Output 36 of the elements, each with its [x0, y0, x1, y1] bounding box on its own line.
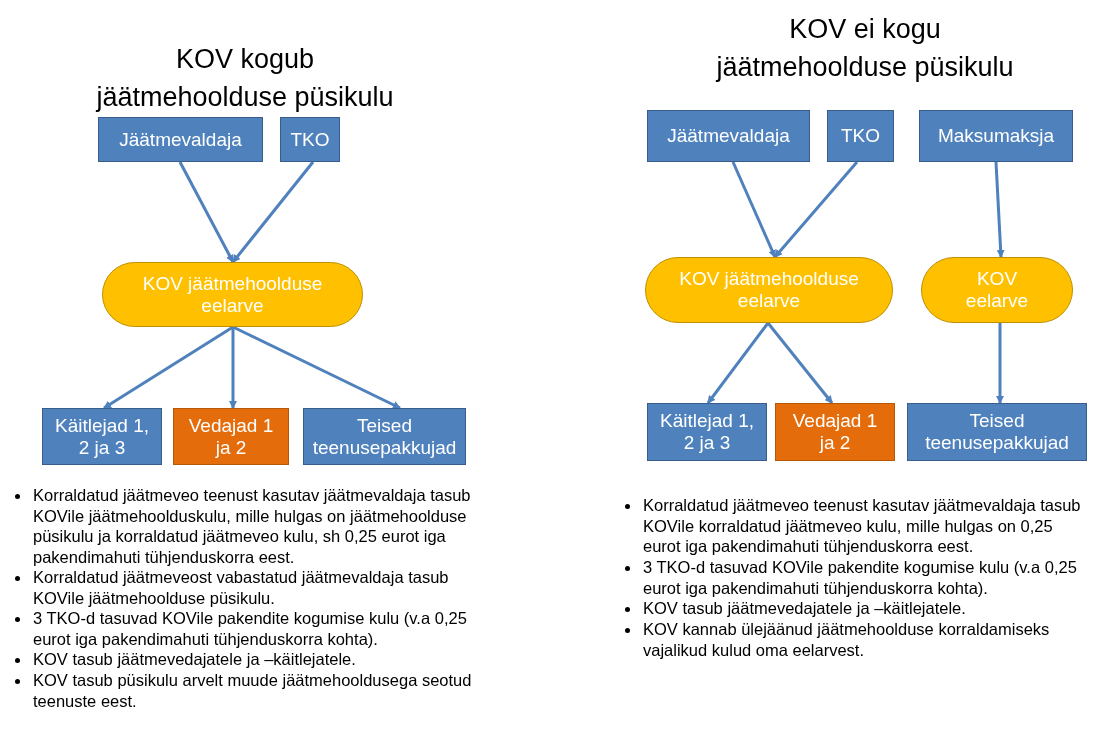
bullet-text: KOV tasub püsikulu arvelt muude jäätmehooldusega seotud teenuste eest. [33, 670, 473, 712]
budget-pill: KOV jäätmehoolduse eelarve [645, 257, 893, 323]
arrow [103, 325, 234, 410]
arrow [994, 161, 1005, 258]
process-box: TKO [280, 117, 340, 162]
process-box: Käitlejad 1, 2 ja 3 [647, 403, 767, 461]
bullet-text: Korraldatud jäätmeveost vabastatud jäätmevaldaja tasub KOVile jäätmehoolduse püsikulu. [33, 567, 450, 609]
bullet-text: KOV kannab ülejäänud jäätmehoolduse korraldamiseks vajalikud kulud oma eelarvest. [643, 619, 1051, 661]
arrow [731, 161, 777, 258]
budget-pill: KOV eelarve [921, 257, 1073, 323]
process-box: Vedajad 1 ja 2 [775, 403, 895, 461]
bullet-text: Korraldatud jäätmeveo teenust kasutav jäätmevaldaja tasub KOVile jäätmehoolduskulu, mille hulgas on jäätmehoolduse püsikulu ja korraldatud jäätmeveo kulu, sh 0,25 eurot iga pakendimahuti tühjenduskorra eest. [33, 485, 472, 568]
budget-pill: KOV jäätmehoolduse eelarve [102, 262, 363, 327]
bullet-text: 3 TKO-d tasuvad KOVile pakendite kogumise kulu (v.a 0,25 eurot iga pakendimahuti tühjenduskorra kohta). [33, 608, 468, 650]
bullet-text: KOV tasub jäätmevedajatele ja –käitlejatele. [643, 598, 967, 619]
arrow [232, 325, 401, 410]
bullet-text: 3 TKO-d tasuvad KOVile pakendite kogumise kulu (v.a 0,25 eurot iga pakendimahuti tühjenduskorra kohta). [643, 557, 1078, 599]
process-box: Vedajad 1 ja 2 [173, 408, 289, 465]
arrow [178, 161, 235, 263]
panel-heading: KOV ei kogu jäätmehoolduse püsikulu [714, 13, 1015, 84]
process-box: TKO [827, 110, 894, 162]
arrow [706, 322, 770, 404]
process-box: Teised teenusepakkujad [303, 408, 466, 465]
panel-heading: KOV kogub jäätmehoolduse püsikulu [95, 43, 395, 114]
process-box: Jäätmevaldaja [98, 117, 263, 162]
process-box: Teised teenusepakkujad [907, 403, 1087, 461]
process-box: Maksumaksja [919, 110, 1073, 162]
arrow [229, 327, 237, 409]
arrow [766, 322, 834, 404]
process-box: Jäätmevaldaja [647, 110, 810, 162]
bullet-text: KOV tasub jäätmevedajatele ja –käitlejatele. [33, 649, 357, 670]
process-box: Käitlejad 1, 2 ja 3 [42, 408, 162, 465]
bullet-text: Korraldatud jäätmeveo teenust kasutav jäätmevaldaja tasub KOVile korraldatud jäätmeveo kulu, mille hulgas on 0,25 eurot iga pakendimahuti tühjenduskorra eest. [643, 495, 1082, 557]
arrow [773, 161, 859, 258]
arrow [996, 323, 1004, 404]
arrow [231, 161, 315, 263]
